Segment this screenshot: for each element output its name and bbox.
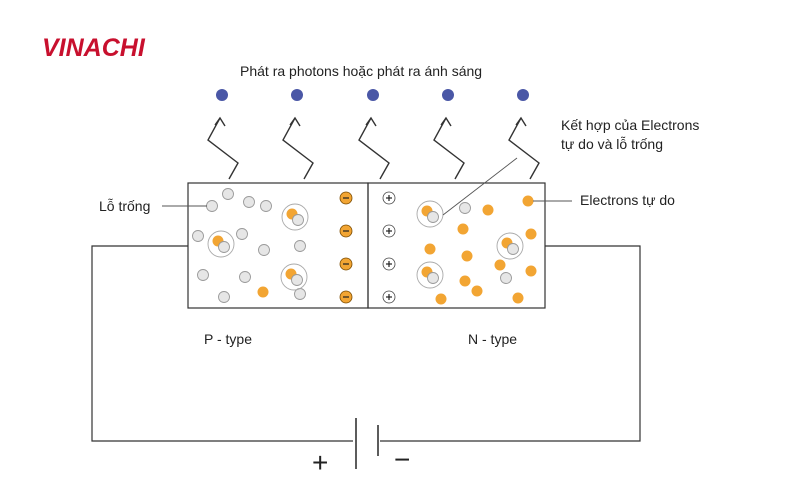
battery: [355, 418, 379, 469]
emission-zigzag: [207, 117, 239, 180]
emission-zigzag: [358, 117, 390, 180]
hole: [206, 200, 218, 212]
recombining-hole: [291, 274, 303, 286]
battery-minus-label: −: [394, 444, 410, 475]
emission-label: Phát ra photons hoặc phát ra ánh sáng: [240, 63, 482, 79]
emission-arrowhead: [365, 116, 377, 127]
free-electron: [494, 259, 506, 271]
hole-label: Lỗ trống: [99, 198, 150, 214]
free-electron: [471, 285, 483, 297]
free-electron-label: Electrons tự do: [580, 192, 675, 208]
hole: [500, 272, 512, 284]
recombining-hole: [292, 214, 304, 226]
recombination-label-line1: Kết hợp của Electrons: [561, 117, 699, 133]
recombination-ring: [280, 263, 308, 291]
emission-zigzag: [282, 117, 314, 180]
right-wire: [380, 245, 641, 442]
hole: [218, 291, 230, 303]
emission-arrowhead: [440, 116, 452, 127]
n-type-label: N - type: [468, 331, 517, 347]
recombining-hole: [507, 243, 519, 255]
free-electron: [525, 228, 537, 240]
circuit-wires: [91, 245, 641, 442]
hole: [258, 244, 270, 256]
hole: [192, 230, 204, 242]
emission-arrowhead: [289, 116, 301, 127]
free-electron: [525, 265, 537, 277]
free-electron: [457, 223, 469, 235]
recombination-ring: [207, 230, 235, 258]
hole: [239, 271, 251, 283]
emission-arrowhead: [515, 116, 527, 127]
free-electron: [459, 275, 471, 287]
photon-group: [207, 89, 540, 180]
hole: [459, 202, 471, 214]
recombination-ring: [416, 261, 444, 289]
pn-junction: [187, 182, 546, 309]
n-region: [367, 182, 546, 309]
particle-group: [192, 188, 537, 305]
photon: [216, 89, 228, 101]
free-electron: [257, 286, 269, 298]
photon: [367, 89, 379, 101]
emission-zigzag: [433, 117, 465, 180]
battery-plus-label: +: [312, 447, 328, 478]
recombining-hole: [427, 272, 439, 284]
hole: [222, 188, 234, 200]
free-electron: [424, 243, 436, 255]
free-electron: [435, 293, 447, 305]
recombination-pointer: [442, 157, 518, 216]
recombination-ring: [281, 203, 309, 231]
pointer-lines: [162, 157, 572, 216]
hole: [243, 196, 255, 208]
recombining-hole: [218, 241, 230, 253]
recombination-label-line2: tự do và lỗ trống: [561, 136, 663, 152]
p-type-label: P - type: [204, 331, 252, 347]
photon: [291, 89, 303, 101]
free-electron: [522, 195, 534, 207]
recombining-hole: [427, 211, 439, 223]
free-electron: [512, 292, 524, 304]
hole: [236, 228, 248, 240]
emission-zigzag: [508, 117, 540, 180]
free-electron: [482, 204, 494, 216]
emission-arrowhead: [214, 116, 226, 127]
logo: VINACHI: [42, 34, 146, 62]
free-electron: [461, 250, 473, 262]
recombination-ring: [496, 232, 524, 260]
photon: [517, 89, 529, 101]
logo-text: VINACHI: [42, 34, 146, 62]
recombination-ring: [416, 200, 444, 228]
hole: [197, 269, 209, 281]
hole: [260, 200, 272, 212]
left-wire: [91, 245, 353, 442]
photon: [442, 89, 454, 101]
hole: [294, 240, 306, 252]
